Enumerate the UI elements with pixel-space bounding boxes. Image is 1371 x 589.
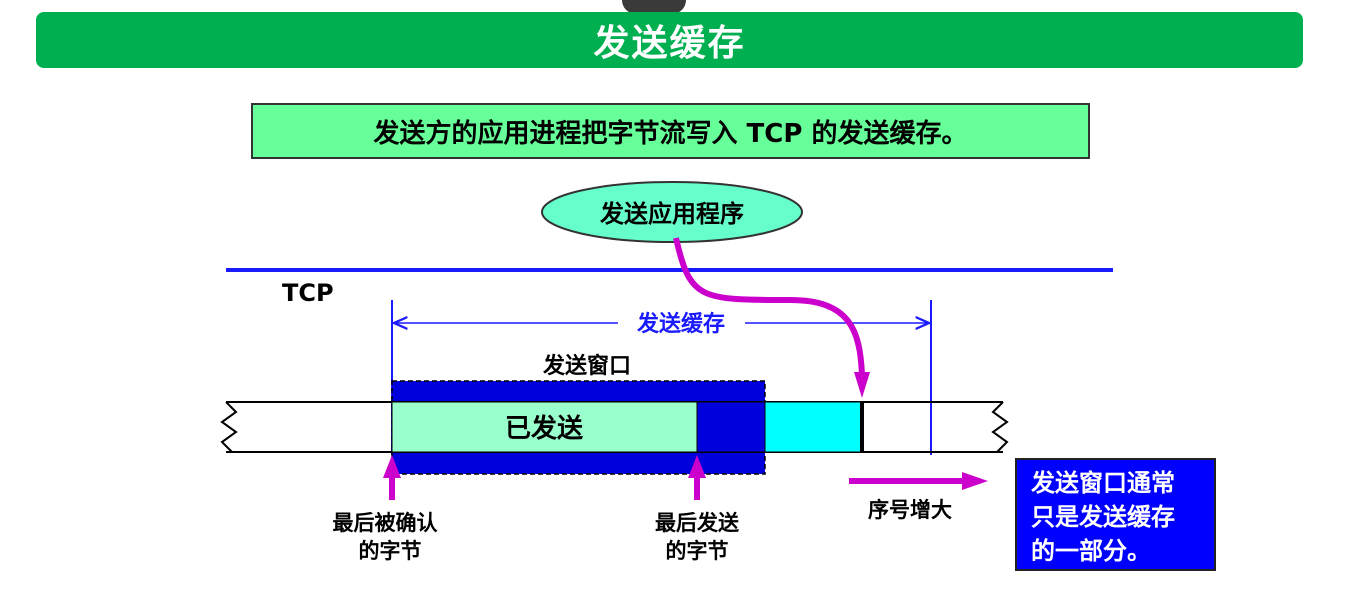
buffered-region — [764, 401, 862, 453]
buffer-label: 发送缓存 — [636, 311, 725, 337]
side-note-line-1: 发送窗口通常 — [1031, 469, 1175, 497]
sent-label: 已发送 — [505, 413, 583, 444]
last-sent-arrow-head — [688, 455, 706, 478]
app-label: 发送应用程序 — [599, 200, 744, 228]
last-acked-label-2: 的字节 — [359, 539, 422, 563]
write-curve-arrow — [673, 237, 865, 376]
side-note-line-3: 的一部分。 — [1031, 537, 1151, 565]
app-ellipse — [541, 181, 803, 243]
top-decoration — [622, 0, 686, 14]
seq-label: 序号增大 — [868, 498, 952, 522]
side-note-line-2: 只是发送缓存 — [1031, 503, 1175, 531]
note-text: 发送方的应用进程把字节流写入 TCP 的发送缓存。 — [373, 118, 968, 149]
window-label: 发送窗口 — [542, 353, 631, 379]
sent-region — [391, 401, 698, 453]
page-title: 发送缓存 — [593, 23, 746, 64]
side-note-box: 发送窗口通常 只是发送缓存 的一部分。 — [1015, 458, 1216, 571]
window-unsent-region — [696, 401, 766, 453]
seq-arrow-head — [962, 472, 988, 490]
title-bar: 发送缓存 — [36, 12, 1303, 68]
last-sent-label-1: 最后发送 — [655, 511, 740, 535]
tcp-label: TCP — [282, 279, 334, 307]
note-box: 发送方的应用进程把字节流写入 TCP 的发送缓存。 — [251, 103, 1090, 159]
left-break-icon — [220, 401, 238, 453]
last-sent-label-2: 的字节 — [666, 539, 729, 563]
right-break-icon — [991, 401, 1009, 453]
last-acked-label-1: 最后被确认 — [333, 511, 438, 535]
last-acked-arrow-head — [383, 455, 401, 478]
write-arrow-head — [854, 372, 870, 398]
